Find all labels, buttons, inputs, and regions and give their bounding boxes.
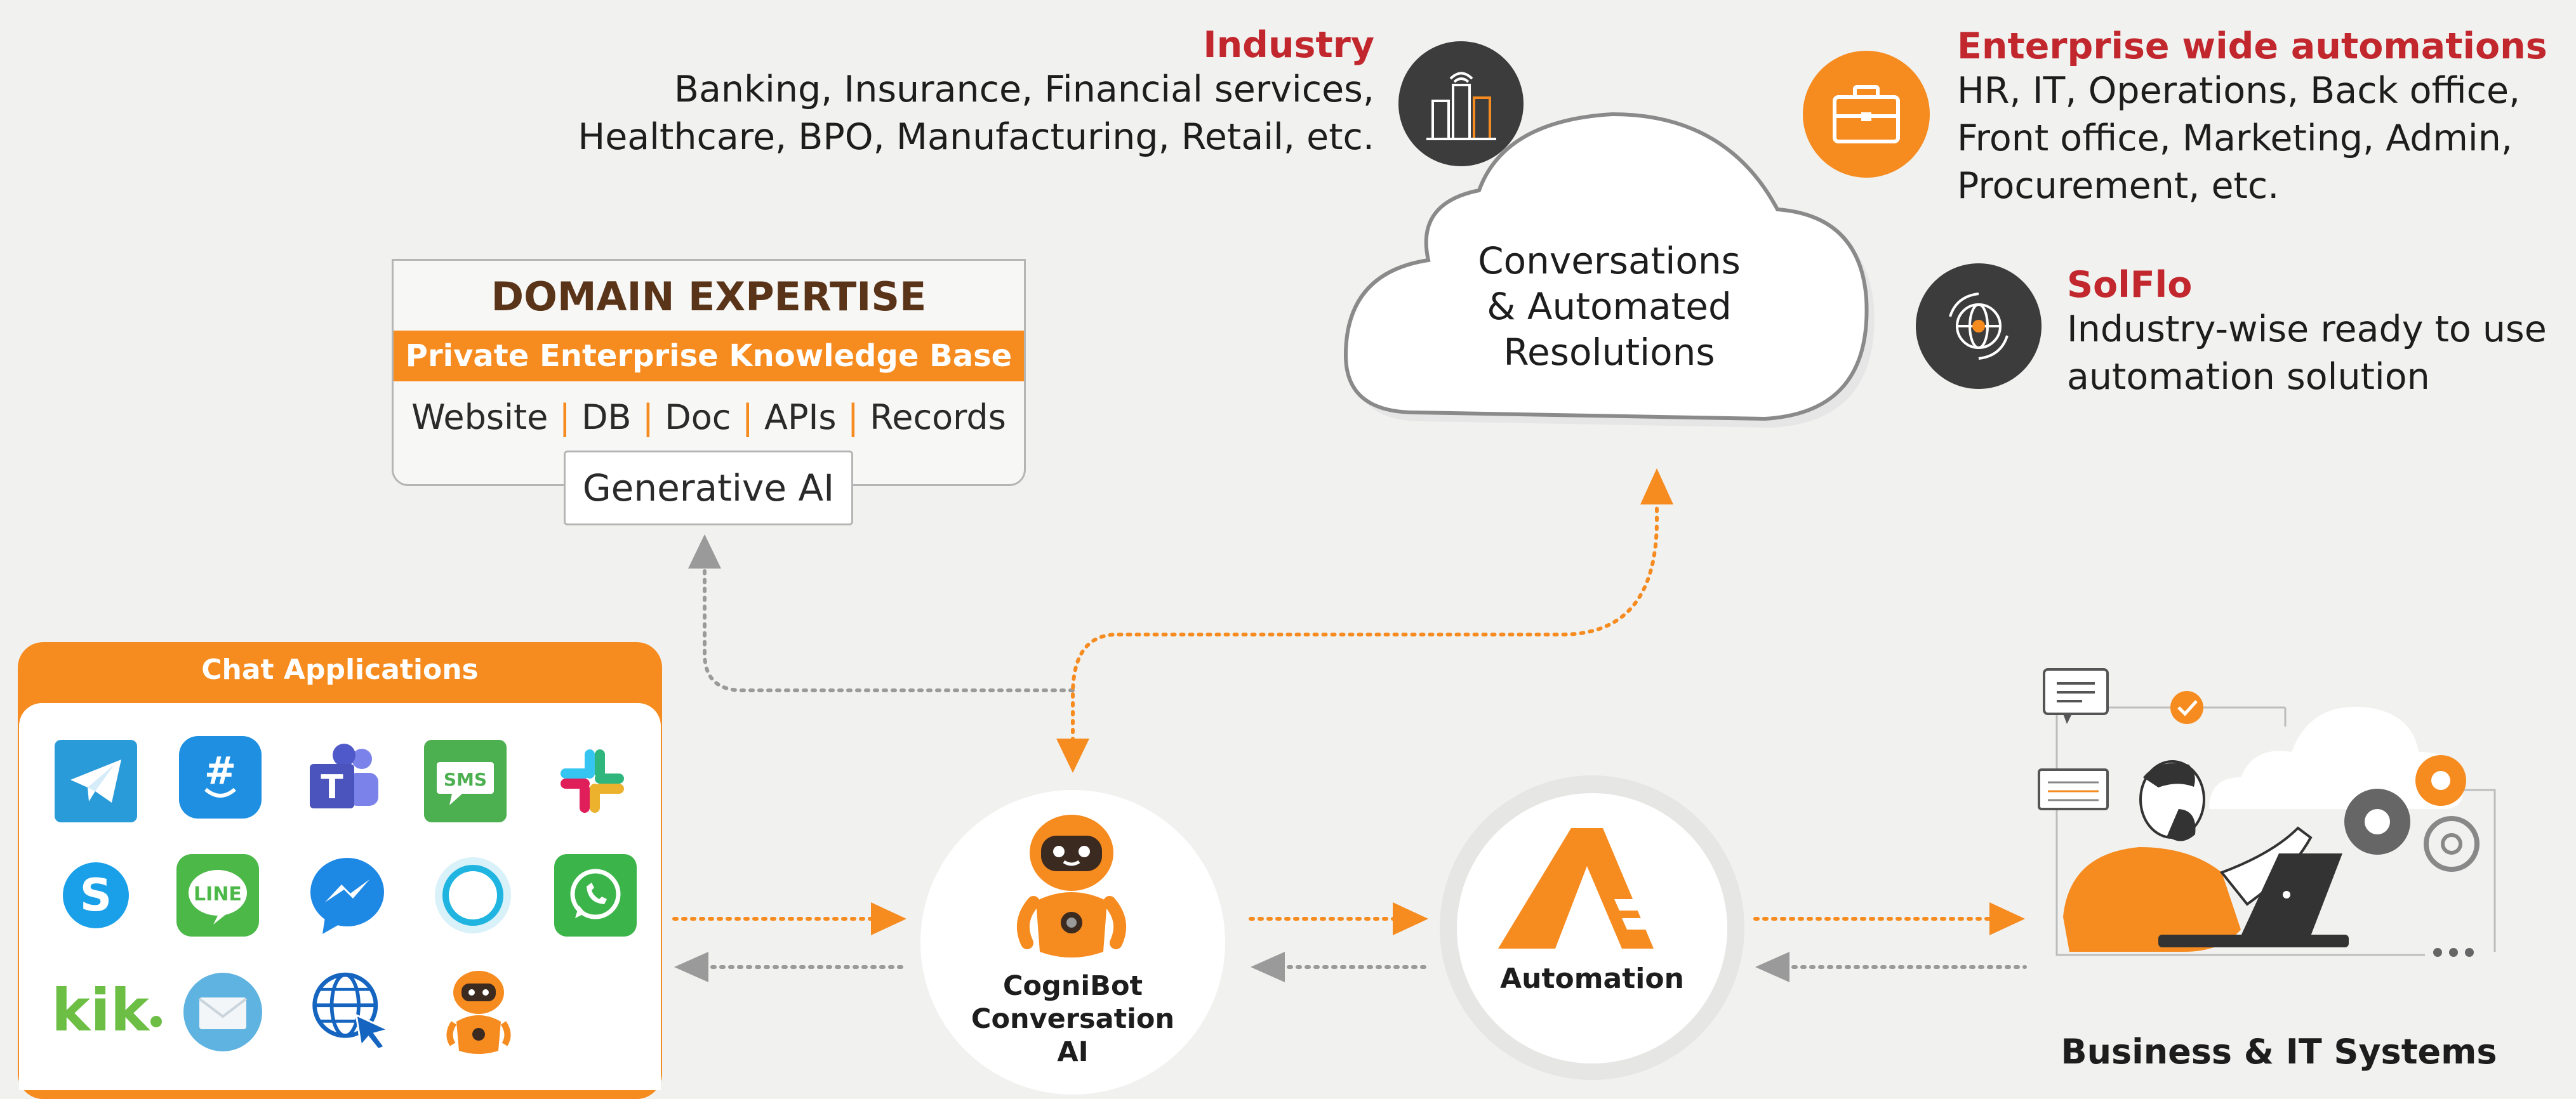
svg-text:T: T	[321, 768, 343, 806]
skype-icon[interactable]: S	[55, 854, 137, 937]
enterprise-block: Enterprise wide automations HR, IT, Oper…	[1957, 25, 2566, 210]
source-website: Website	[411, 397, 548, 437]
kik-icon[interactable]: kik	[51, 971, 165, 1053]
cognibot-label: CogniBot Conversation AI	[920, 970, 1225, 1069]
web-icon[interactable]	[309, 968, 391, 1051]
industry-block: Industry Banking, Insurance, Financial s…	[444, 24, 1374, 161]
enterprise-line-3: Procurement, etc.	[1957, 165, 2280, 207]
solflo-line-1: Industry-wise ready to use	[2067, 308, 2547, 350]
svg-text:S: S	[80, 869, 112, 921]
alexa-icon[interactable]	[432, 854, 514, 937]
cloud-line-2: & Automated	[1487, 285, 1732, 328]
globe-gear-icon	[1916, 263, 2042, 389]
arrow-right-3	[1989, 902, 2025, 935]
business-label: Business & IT Systems	[2061, 1032, 2497, 1072]
solflo-title: SolFlo	[2067, 264, 2193, 306]
enterprise-line-1: HR, IT, Operations, Back office,	[1957, 70, 2521, 112]
robot-icon	[1008, 807, 1135, 966]
messenger-icon[interactable]	[306, 854, 388, 937]
source-apis: APIs	[764, 397, 837, 437]
cloud-shape	[1343, 112, 1875, 428]
enterprise-title: Enterprise wide automations	[1957, 25, 2547, 67]
connector-bot-to-cloud	[1071, 499, 1659, 743]
solflo-block: SolFlo Industry-wise ready to use automa…	[2067, 264, 2575, 401]
domain-title: DOMAIN EXPERTISE	[491, 273, 927, 320]
separator: |	[642, 397, 654, 437]
svg-text:kik: kik	[51, 977, 150, 1044]
arrow-left-1	[674, 952, 708, 982]
cognibot-line-2: Conversation	[971, 1003, 1175, 1035]
business-illustration	[2031, 663, 2514, 1006]
teams-icon[interactable]: T	[303, 740, 386, 822]
cognibot-line-3: AI	[1057, 1036, 1089, 1068]
automation-logo-icon	[1495, 828, 1685, 955]
arrow-left-3	[1755, 952, 1789, 982]
svg-text:SMS: SMS	[444, 769, 487, 790]
cognibot-line-1: CogniBot	[1002, 970, 1143, 1002]
arrow-right-2	[1393, 902, 1428, 935]
arrow-down-bot	[1056, 739, 1089, 773]
briefcase-icon	[1803, 51, 1930, 178]
svg-text:LINE: LINE	[194, 883, 242, 905]
knowledge-base-banner: Private Enterprise Knowledge Base	[394, 331, 1024, 381]
cloud-line-1: Conversations	[1478, 239, 1741, 282]
separator: |	[847, 397, 859, 437]
industry-line-2: Healthcare, BPO, Manufacturing, Retail, …	[578, 116, 1374, 158]
domain-expertise-box: DOMAIN EXPERTISE Private Enterprise Know…	[392, 259, 1026, 486]
whatsapp-icon[interactable]	[554, 854, 637, 937]
data-sources: Website | DB | Doc | APIs | Records	[394, 400, 1024, 435]
city-icon	[1398, 41, 1524, 166]
cloud-label: Conversations & Automated Resolutions	[1409, 238, 1809, 375]
connector-bot-to-domain	[703, 569, 1075, 692]
separator: |	[741, 397, 754, 437]
arrow-left-2	[1251, 952, 1285, 982]
arrow-up-cloud	[1640, 468, 1673, 504]
svg-text:#: #	[204, 749, 236, 793]
slack-icon[interactable]	[551, 740, 634, 822]
chat-panel-title: Chat Applications	[201, 654, 479, 686]
arrow-right-1	[871, 902, 906, 935]
source-records: Records	[870, 397, 1006, 437]
industry-line-1: Banking, Insurance, Financial services,	[674, 69, 1374, 110]
email-icon[interactable]	[182, 971, 264, 1053]
source-db: DB	[581, 397, 632, 437]
solflo-line-2: automation solution	[2067, 356, 2430, 398]
automation-label: Automation	[1500, 963, 1684, 995]
cloud-line-3: Resolutions	[1503, 331, 1715, 374]
enterprise-line-2: Front office, Marketing, Admin,	[1957, 117, 2513, 159]
arrow-up-domain	[688, 534, 721, 569]
sms-icon[interactable]: SMS	[424, 740, 507, 822]
groupme-icon[interactable]: #	[179, 736, 262, 819]
industry-title: Industry	[1203, 24, 1374, 66]
line-icon[interactable]: LINE	[176, 854, 259, 937]
generative-ai-box: Generative AI	[564, 451, 853, 525]
telegram-icon[interactable]	[55, 740, 137, 822]
cognibot-icon[interactable]	[434, 964, 523, 1060]
separator: |	[559, 397, 571, 437]
source-doc: Doc	[665, 397, 731, 437]
